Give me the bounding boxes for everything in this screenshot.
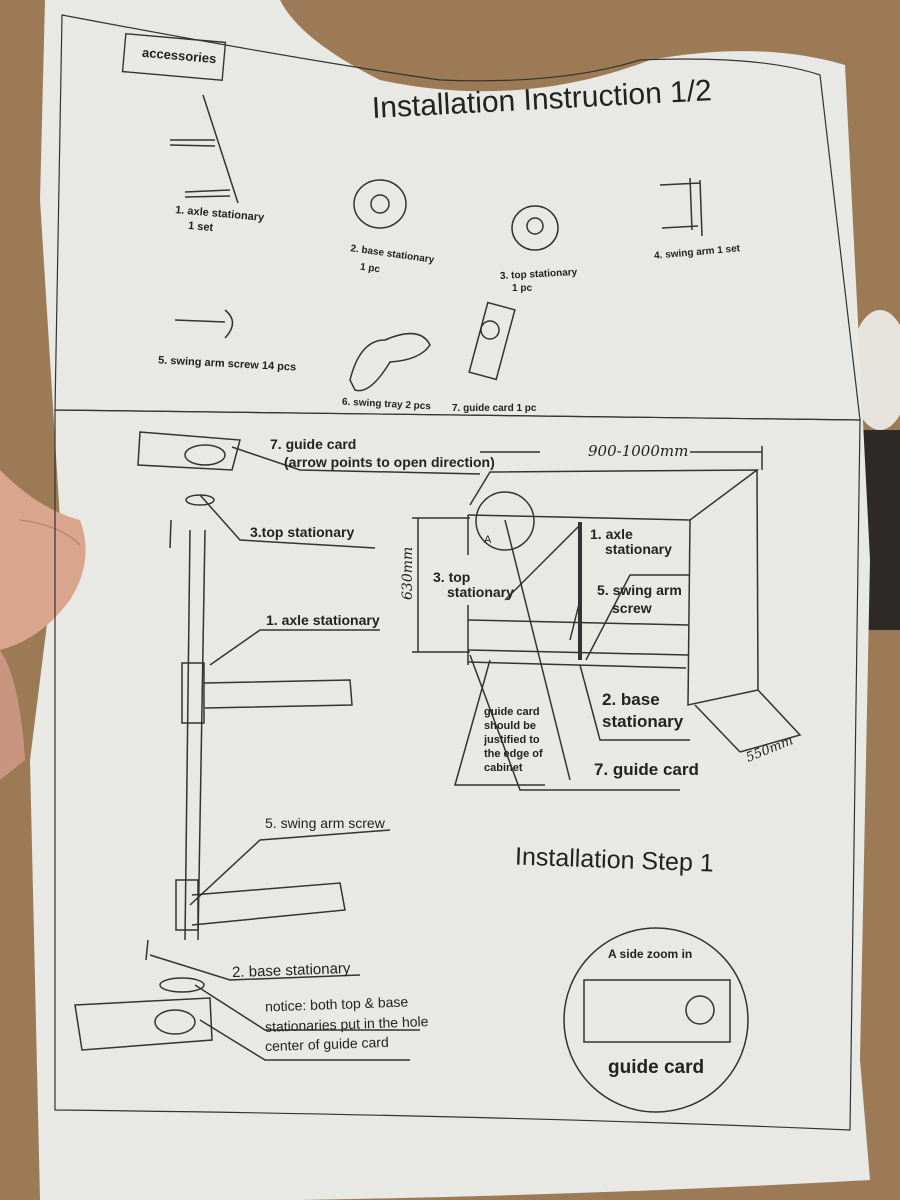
label-swing-arm-screw: 5. swing arm screw [265, 815, 385, 831]
cab-base-1: 2. base [602, 690, 660, 709]
part-7-name: 7. guide card 1 pc [452, 403, 537, 414]
cab-screw-2: screw [612, 600, 652, 616]
dim-width: 900-1000mm [588, 442, 689, 460]
cab-base-2: stationary [602, 712, 684, 731]
label-guide-card-note: (arrow points to open direction) [284, 454, 495, 470]
zoom-guide-card-label: guide card [608, 1057, 705, 1078]
part-2-qty: 1 pc [359, 261, 381, 276]
cab-screw-1: 5. swing arm [597, 582, 682, 598]
guide-note-5: cabinet [484, 762, 523, 774]
label-top-stationary: 3.top stationary [250, 524, 355, 540]
paper-sheet [30, 0, 870, 1200]
cab-top-1: 3. top [433, 569, 471, 585]
guide-note-1: guide card [484, 706, 540, 718]
label-guide-card: 7. guide card [270, 436, 357, 452]
guide-note-2: should be [484, 720, 536, 732]
cab-axle-1: 1. axle [590, 526, 633, 542]
zoom-title: A side zoom in [608, 947, 693, 961]
part-1-qty: 1 set [187, 219, 214, 235]
label-axle-stationary: 1. axle stationary [266, 612, 380, 628]
part-3-qty: 1 pc [512, 283, 533, 294]
cab-guide-card: 7. guide card [594, 760, 699, 779]
guide-note-3: justified to [484, 734, 540, 746]
guide-note-4: the edge of [484, 748, 543, 760]
cab-axle-2: stationary [605, 541, 672, 557]
hand [0, 470, 86, 650]
detail-marker: A [484, 534, 492, 546]
dim-height: 630mm [400, 546, 416, 600]
cab-top-2: stationary [447, 584, 514, 600]
